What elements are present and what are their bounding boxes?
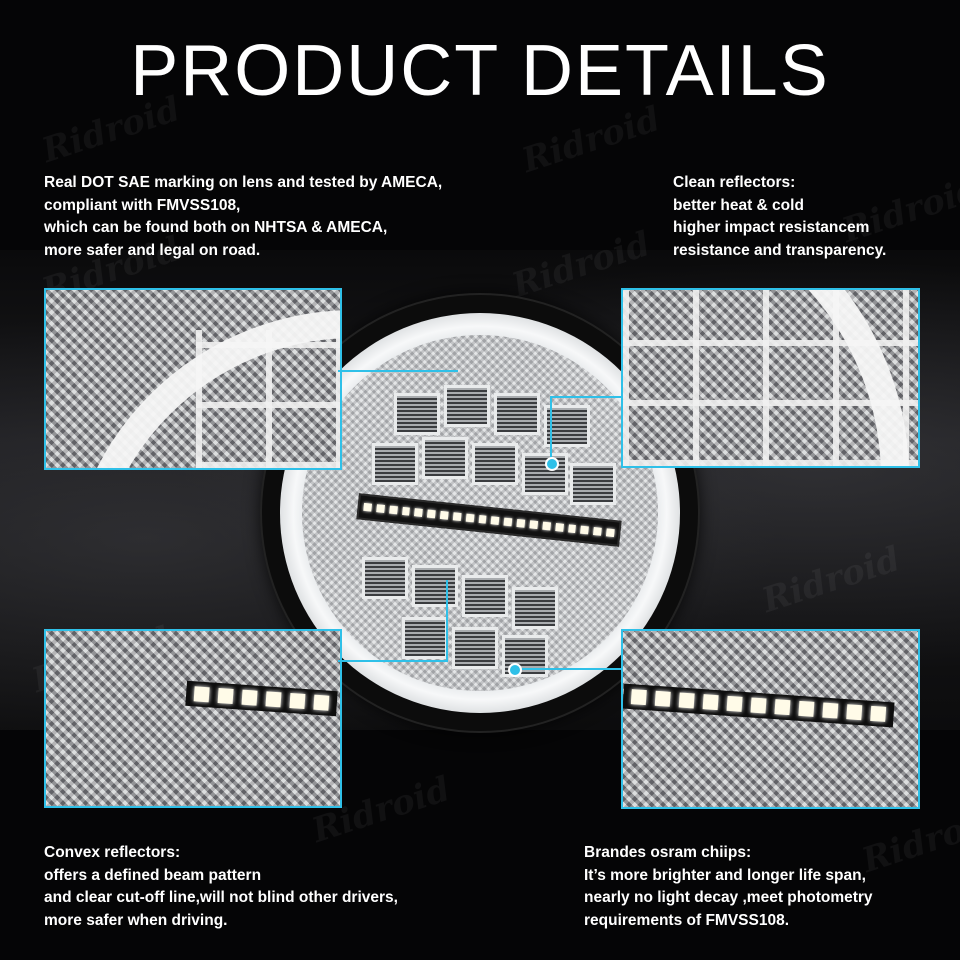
description-line: more safer and legal on road. [44, 241, 261, 259]
feature-heading: Convex reflectors: [44, 844, 181, 861]
feature-heading: Brandes osram chiips: [584, 844, 752, 861]
description-line: Real DOT SAE marking on lens and tested … [44, 174, 443, 191]
watermark-logo: Ridroid [857, 799, 960, 881]
description-line: requirements of FMVSS108. [584, 911, 790, 929]
callout-line [550, 396, 552, 462]
top-right-description: Clean reflectors: better heat & cold hig… [673, 172, 886, 262]
callout-dot [508, 663, 522, 677]
description-line: which can be found both on NHTSA & AMECA… [44, 219, 388, 236]
description-line: compliant with FMVSS108, [44, 196, 241, 214]
description-line: and clear cut-off line,will not blind ot… [44, 889, 398, 906]
headlight-lens [302, 335, 658, 691]
callout-line [550, 396, 621, 398]
page-title: PRODUCT DETAILS [130, 31, 830, 111]
callout-line [516, 668, 621, 670]
callout-line [338, 370, 458, 372]
zoom-osram-chips [621, 629, 920, 809]
description-line: It’s more brighter and longer life span, [584, 866, 866, 884]
zoom-clean-reflector-right [621, 288, 920, 468]
callout-line [446, 580, 448, 662]
callout-line [338, 660, 446, 662]
description-line: offers a defined beam pattern [44, 866, 262, 884]
zoom-clean-reflector-left [44, 288, 342, 470]
callout-dot [545, 457, 559, 471]
description-line: nearly no light decay ,meet photometry [584, 889, 873, 906]
description-line: higher impact resistancem [673, 219, 870, 236]
description-line: more safer when driving. [44, 911, 228, 929]
zoom-convex-reflector [44, 629, 342, 808]
bottom-right-description: Brandes osram chiips: It’s more brighter… [584, 842, 873, 932]
bottom-left-description: Convex reflectors: offers a defined beam… [44, 842, 398, 932]
description-line: better heat & cold [673, 196, 804, 214]
description-line: resistance and transparency. [673, 241, 887, 259]
feature-heading: Clean reflectors: [673, 174, 796, 191]
top-left-description: Real DOT SAE marking on lens and tested … [44, 172, 442, 262]
